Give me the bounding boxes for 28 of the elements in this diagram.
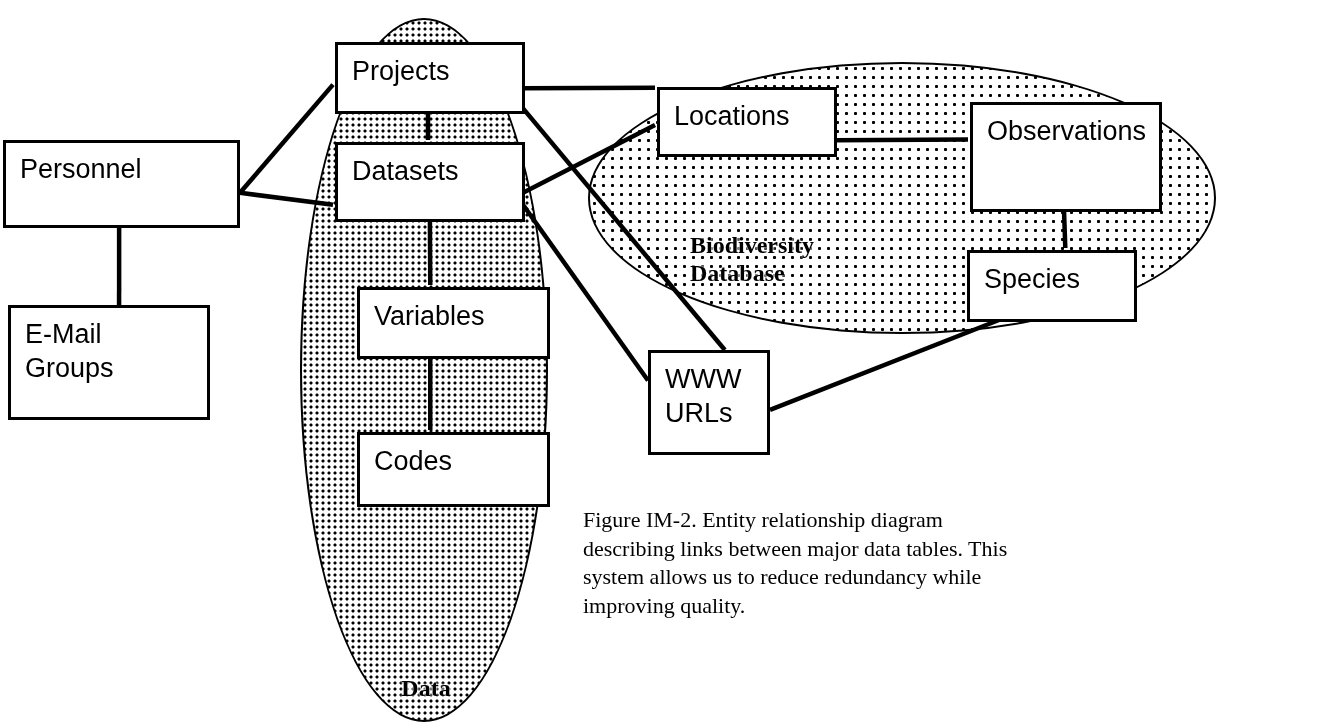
entity-box xyxy=(967,250,1137,322)
entity-box xyxy=(970,102,1162,212)
entity-name: Datasets xyxy=(352,155,460,188)
connector-line xyxy=(835,137,968,143)
entity-box xyxy=(335,42,525,114)
entity-name: WWW URLs xyxy=(665,363,743,430)
entity-name: Codes xyxy=(374,445,454,478)
entity-name: Variables xyxy=(374,300,486,333)
entity-box xyxy=(657,87,837,157)
group-label: Biodiversity Database xyxy=(690,232,815,288)
entity-name: Species xyxy=(984,263,1082,296)
figure-caption: Figure IM-2. Entity relationship diagram describing links between major data tables. This system allows us to reduce redundancy while improving quality. xyxy=(583,506,1009,620)
entity-name: Projects xyxy=(352,55,451,88)
connector-line xyxy=(428,357,433,430)
connector-line xyxy=(427,220,433,285)
entity-box xyxy=(8,305,210,420)
entity-box xyxy=(3,140,240,228)
entity-name: Personnel xyxy=(20,153,143,186)
entity-name: Observations xyxy=(987,115,1145,148)
entity-box xyxy=(357,287,550,359)
entity-box xyxy=(648,350,770,455)
connector-line xyxy=(116,228,122,305)
entity-name: Locations xyxy=(674,100,791,133)
entity-box xyxy=(335,142,525,222)
entity-box xyxy=(357,432,550,507)
connector-line xyxy=(523,85,655,91)
connector-line xyxy=(425,112,431,140)
entity-name: E-Mail Groups xyxy=(25,318,115,385)
